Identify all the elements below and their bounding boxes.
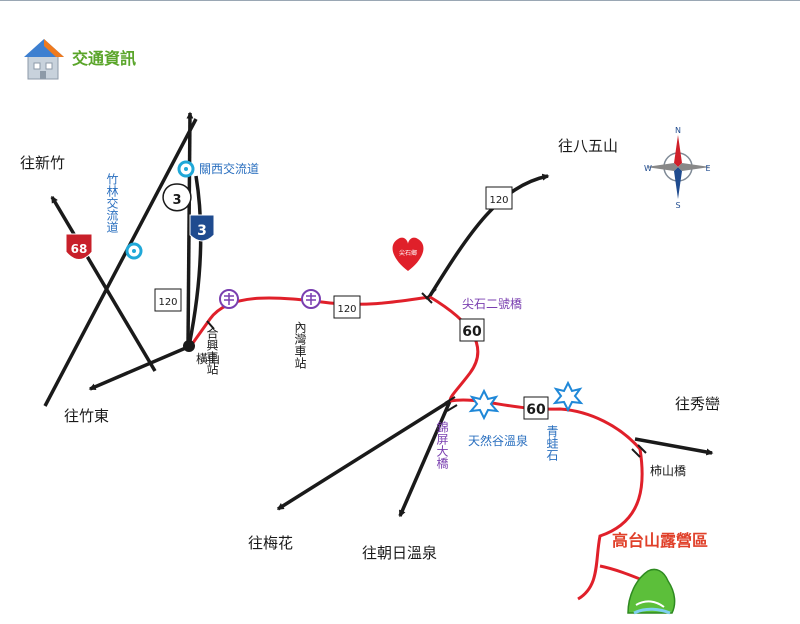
road-to-bawushan bbox=[426, 173, 550, 300]
road-to-guanxi bbox=[186, 111, 194, 347]
route-jianshi-jinping bbox=[429, 295, 480, 402]
compass-n: N bbox=[675, 126, 681, 135]
bridge-icon bbox=[444, 396, 458, 412]
shield-provincial-3: 3 bbox=[162, 183, 192, 212]
label-jianshi-bridge: 尖石二號橋 bbox=[462, 297, 522, 311]
bridge-markers bbox=[206, 288, 647, 458]
dest-bawushan: 往八五山 bbox=[558, 137, 618, 155]
dest-xiuluan: 往秀巒 bbox=[675, 395, 720, 413]
compass-e: E bbox=[705, 164, 710, 173]
header-logo bbox=[22, 33, 68, 81]
interchange-icon bbox=[125, 242, 143, 260]
dest-zhudong: 往竹東 bbox=[64, 407, 109, 425]
shield-label: 120 bbox=[337, 304, 356, 315]
hotspring-icon bbox=[552, 380, 584, 413]
label-shishan-bridge: 柿山橋 bbox=[650, 463, 686, 478]
dest-chaori: 往朝日溫泉 bbox=[362, 544, 437, 562]
shield-label: 120 bbox=[489, 195, 508, 206]
road-to-hsinchu bbox=[50, 195, 157, 372]
route-camp-spur bbox=[599, 564, 646, 583]
interchange-icon bbox=[177, 160, 195, 178]
label-zhulin: 竹林交流道 bbox=[105, 173, 119, 233]
label-hexing: 合興車站 bbox=[205, 326, 219, 375]
label-hengshan: 橫山 bbox=[196, 352, 220, 366]
landmark-label: 尖石鄉 bbox=[399, 249, 417, 257]
label-guanxi: 關西交流道 bbox=[199, 161, 259, 176]
label-qingwa: 青蛙石 bbox=[545, 425, 559, 461]
shield-route-120-c: 120 bbox=[485, 186, 513, 210]
train-station-icon bbox=[301, 289, 321, 309]
junction-marker bbox=[183, 340, 195, 352]
landmark-heart-icon: 尖石鄉 bbox=[392, 237, 424, 271]
label-natural-valley: 天然谷溫泉 bbox=[468, 433, 528, 448]
shield-national-3: 3 bbox=[189, 214, 215, 242]
shield-route-120-b: 120 bbox=[333, 295, 361, 319]
label-jinping: 錦屏大橋 bbox=[435, 420, 449, 470]
page-title: 交通資訊 bbox=[72, 49, 137, 68]
shield-label: 3 bbox=[197, 223, 207, 239]
shield-label: 60 bbox=[526, 402, 546, 418]
compass-w: W bbox=[644, 164, 652, 173]
house-icon bbox=[24, 39, 64, 80]
road-freeway-diagonal bbox=[43, 118, 198, 407]
bridge-icon bbox=[421, 288, 437, 304]
compass-s: S bbox=[675, 201, 680, 210]
shield-route-60-b: 60 bbox=[523, 396, 549, 420]
route-shishan-camp bbox=[577, 448, 644, 601]
train-station-icon bbox=[219, 289, 239, 309]
dest-meihua: 往梅花 bbox=[248, 534, 293, 552]
dest-hsinchu: 往新竹 bbox=[20, 154, 65, 172]
hotspring-icon bbox=[468, 388, 500, 421]
camp-mountain-icon bbox=[627, 568, 676, 615]
road-to-xiuluan bbox=[634, 437, 714, 456]
road-to-zhudong bbox=[88, 345, 189, 391]
shield-route-68: 68 bbox=[65, 233, 93, 260]
label-neiwan: 內灣車站 bbox=[293, 321, 307, 369]
bridge-icon bbox=[206, 320, 215, 330]
road-guanxi-curve bbox=[187, 175, 203, 347]
shield-label: 120 bbox=[158, 297, 177, 308]
shield-label: 3 bbox=[172, 193, 181, 208]
label-camp: 高台山露營區 bbox=[612, 531, 708, 550]
shield-route-60-a: 60 bbox=[459, 318, 485, 342]
bridge-icon bbox=[631, 444, 647, 458]
roads bbox=[43, 111, 714, 518]
shield-route-120-a: 120 bbox=[154, 288, 182, 312]
road-to-chaori bbox=[398, 400, 452, 518]
shield-label: 60 bbox=[462, 324, 482, 340]
road-to-meihua bbox=[276, 399, 451, 511]
compass-rose: N S E W bbox=[644, 126, 710, 210]
shield-label: 68 bbox=[71, 242, 88, 256]
